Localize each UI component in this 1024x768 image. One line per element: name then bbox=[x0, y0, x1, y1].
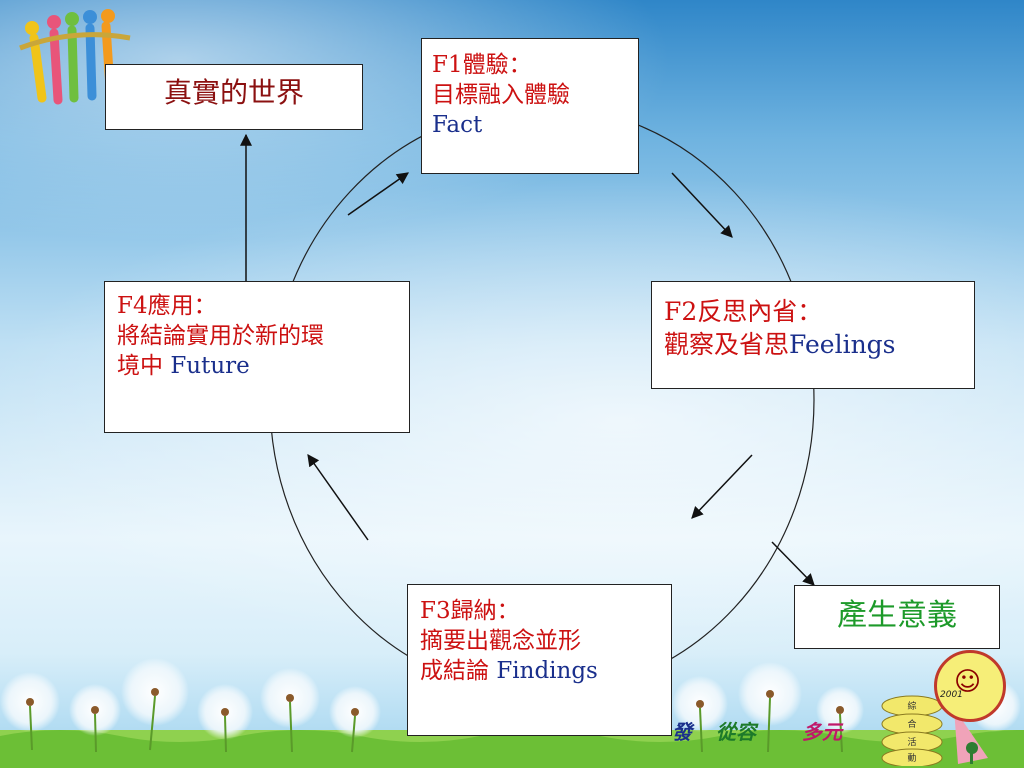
f2-description: 觀察及省思 bbox=[664, 329, 790, 359]
footer-word-1: 發 bbox=[672, 720, 692, 744]
f2-title: F2反思內省： bbox=[664, 297, 823, 326]
arrow-f4-to-f1 bbox=[347, 172, 409, 216]
f1-experience-box: F1體驗： 目標融入體驗 Fact bbox=[421, 38, 639, 174]
f1-keyword: Fact bbox=[432, 111, 483, 138]
footer-word-2: 從容 bbox=[716, 720, 756, 744]
oval-char-4: 動 bbox=[907, 753, 916, 764]
oval-char-2: 合 bbox=[907, 718, 916, 730]
f3-title: F3歸納： bbox=[420, 598, 520, 624]
f3-keyword: Findings bbox=[496, 657, 598, 684]
footer-word-3: 多元 bbox=[802, 720, 842, 744]
badge-year: 2001 bbox=[940, 690, 963, 700]
smiley-face-icon: ☺ bbox=[954, 667, 982, 697]
meaning-label: 產生意義 bbox=[837, 598, 957, 633]
arrow-f3-to-f4 bbox=[307, 454, 369, 541]
f1-description: 目標融入體驗 bbox=[432, 81, 570, 108]
real-world-label: 真實的世界 bbox=[163, 76, 304, 109]
meaning-box: 產生意義 bbox=[794, 585, 1000, 649]
f4-application-box: F4應用： 將結論實用於新的環 境中 Future bbox=[104, 281, 410, 433]
f2-reflection-box: F2反思內省： 觀察及省思Feelings bbox=[651, 281, 975, 389]
people-logo-icon bbox=[19, 9, 131, 105]
f4-title: F4應用： bbox=[117, 293, 217, 319]
oval-char-3: 活 bbox=[907, 736, 916, 748]
arrow-f1-to-f2 bbox=[671, 172, 733, 238]
arrow-to-meaning bbox=[771, 541, 815, 586]
arrow-f2-to-f3 bbox=[691, 454, 753, 519]
f4-description: 將結論實用於新的環 bbox=[117, 322, 324, 349]
real-world-box: 真實的世界 bbox=[105, 64, 363, 130]
school-emblem-ovals: 綜 合 活 動 bbox=[881, 695, 988, 766]
f4-keyword: Future bbox=[170, 352, 250, 379]
f4-description-end: 境中 bbox=[117, 352, 171, 379]
f3-findings-box: F3歸納： 摘要出觀念並形 成結論 Findings bbox=[407, 584, 672, 736]
f2-keyword: Feelings bbox=[789, 329, 896, 359]
f3-description-end: 成結論 bbox=[420, 657, 497, 684]
smiley-badge-icon bbox=[934, 650, 1006, 722]
oval-char-1: 綜 bbox=[907, 700, 916, 712]
f1-title: F1體驗： bbox=[432, 52, 532, 78]
f3-description: 摘要出觀念並形 bbox=[420, 627, 581, 654]
